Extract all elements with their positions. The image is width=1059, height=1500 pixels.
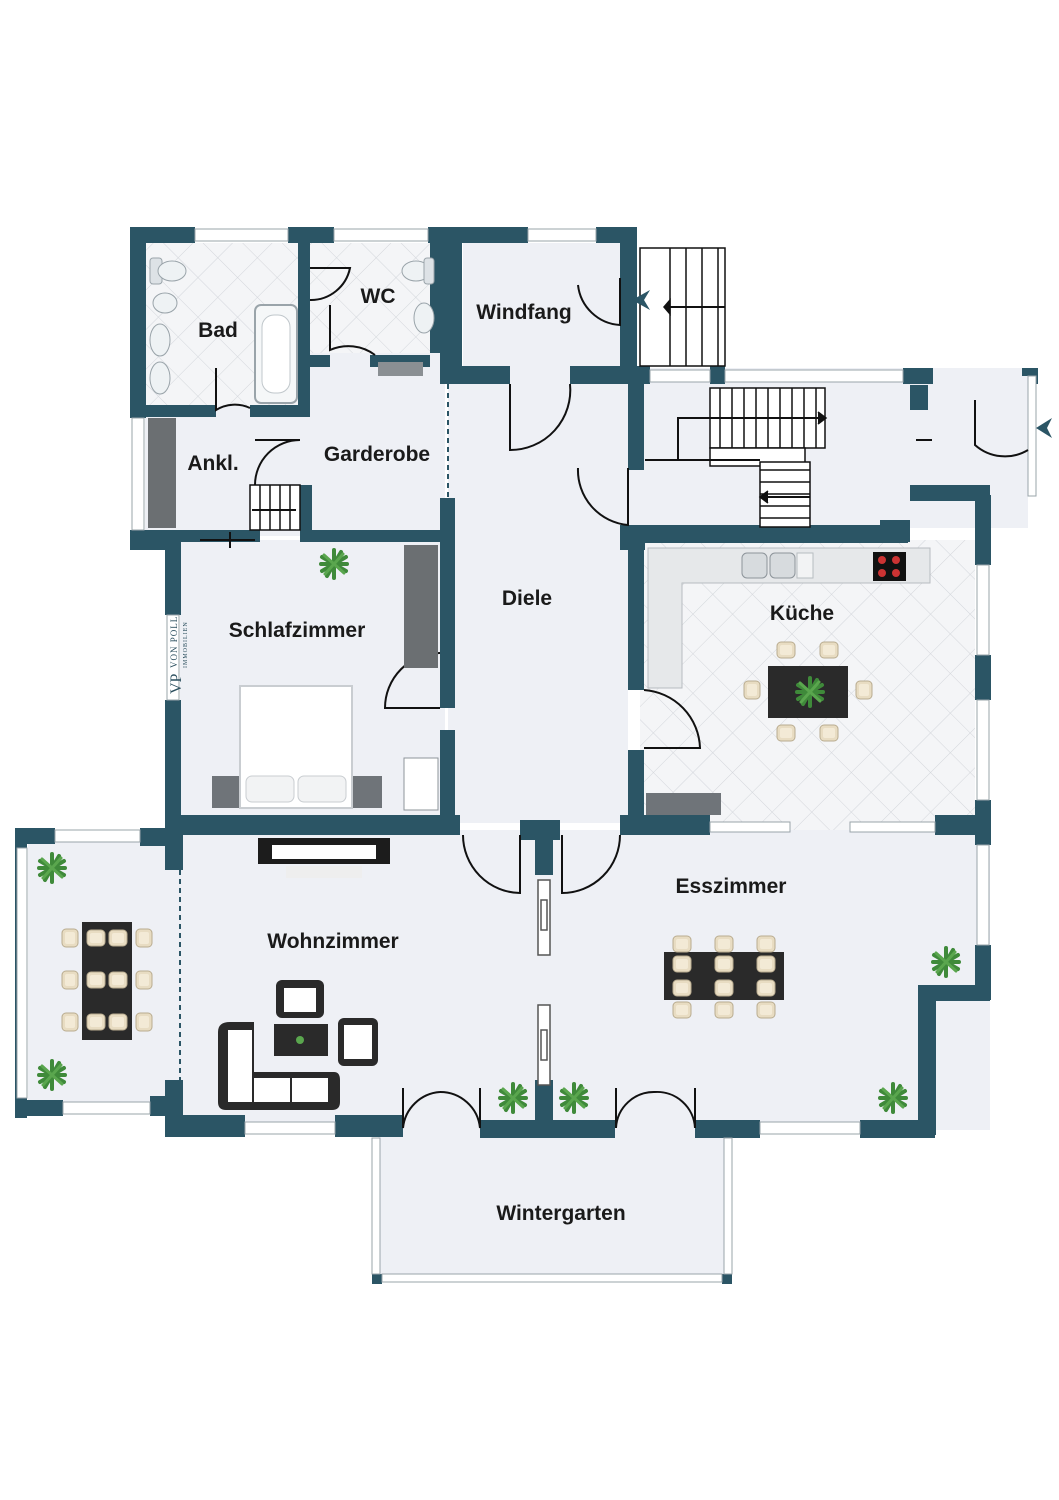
dining-table-icon (61, 922, 153, 1040)
room-label-garderobe: Garderobe (324, 443, 430, 466)
room-label-wohnzimmer: Wohnzimmer (267, 930, 398, 953)
room-label-ankl: Ankl. (187, 452, 238, 475)
entrance-arrow-icon (632, 290, 650, 310)
room-label-kueche: Küche (770, 602, 834, 625)
room-labels: Bad WC Windfang Ankl. Garderobe Schlafzi… (187, 285, 834, 1225)
walls (15, 227, 1038, 1284)
bathroom-fixtures (149, 257, 435, 404)
toilet-icon (401, 257, 435, 285)
entrance-arrow-icon (1036, 418, 1052, 438)
room-label-windfang: Windfang (476, 301, 571, 324)
bed-icon (212, 685, 382, 809)
sink-icon (149, 323, 171, 395)
svg-text:VP: VP (168, 673, 185, 694)
dining-table-icon (743, 641, 873, 742)
sink-icon (413, 302, 435, 334)
wardrobe (148, 418, 176, 528)
windows (16, 228, 1037, 1283)
sofa-icon (218, 980, 378, 1110)
stairs-icon (249, 247, 828, 531)
wardrobe (404, 545, 438, 668)
svg-text:IMMOBILIEN: IMMOBILIEN (183, 621, 189, 668)
room-label-esszimmer: Esszimmer (676, 875, 787, 898)
room-label-wintergarten: Wintergarten (496, 1202, 625, 1225)
room-label-bad: Bad (198, 319, 238, 342)
svg-text:VON POLL: VON POLL (169, 616, 179, 668)
toilet-icon (149, 257, 187, 285)
partition-marks (537, 879, 551, 1086)
room-label-wc: WC (361, 285, 396, 308)
room-label-diele: Diele (502, 587, 552, 610)
company-logo: VP VON POLL IMMOBILIEN (168, 616, 189, 694)
kitchen-counter (646, 547, 931, 815)
sink-icon (741, 552, 814, 579)
bidet-icon (152, 292, 178, 314)
dining-table-icon (664, 935, 784, 1019)
bathtub-icon (254, 304, 298, 404)
fireplace-icon (258, 838, 390, 878)
room-label-schlafzimmer: Schlafzimmer (229, 619, 366, 642)
doors (200, 267, 1029, 1129)
nightstand (403, 757, 439, 811)
stove-icon (873, 552, 906, 581)
dashed-openings (179, 384, 449, 1080)
